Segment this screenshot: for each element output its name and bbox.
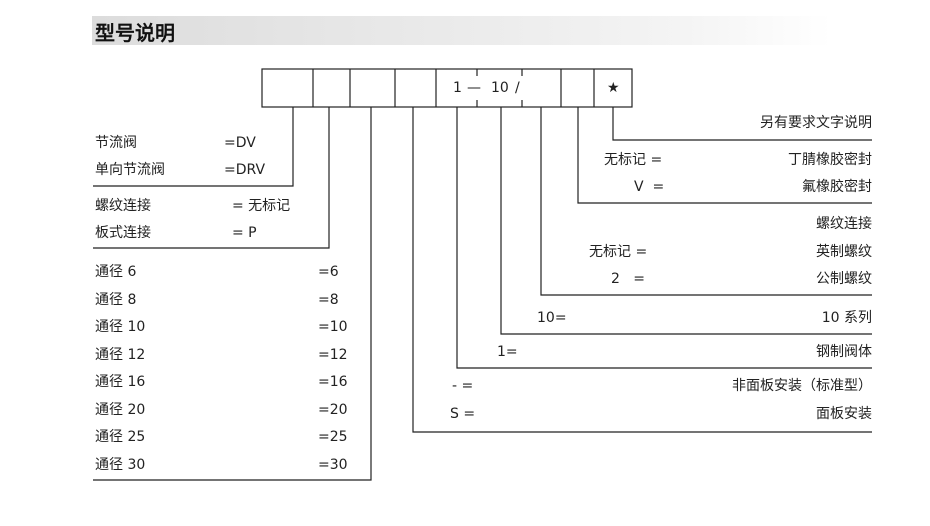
- body-label: 钢制阀体: [816, 344, 872, 360]
- seal-label: 丁腈橡胶密封: [788, 152, 872, 168]
- thread-label: 公制螺纹: [816, 271, 872, 287]
- code-dash: —: [467, 80, 481, 96]
- size-label: 通径 6: [95, 264, 137, 280]
- seal-code: V =: [634, 179, 665, 195]
- size-label: 通径 30: [95, 457, 146, 473]
- mount-label: 非面板安装（标准型）: [732, 378, 872, 394]
- size-code: =20: [318, 402, 348, 418]
- size-label: 通径 20: [95, 402, 146, 418]
- size-code: =6: [318, 264, 339, 280]
- thread-code: 无标记 =: [589, 244, 648, 260]
- code-box: [261, 68, 633, 108]
- size-label: 通径 25: [95, 429, 146, 445]
- size-code: =12: [318, 347, 348, 363]
- connection-code: = P: [232, 225, 257, 241]
- size-label: 通径 12: [95, 347, 146, 363]
- thread-code: 2 =: [611, 271, 645, 287]
- size-code: =16: [318, 374, 348, 390]
- thread-title: 螺纹连接: [816, 216, 872, 232]
- type-label: 单向节流阀: [95, 162, 165, 178]
- connection-code: = 无标记: [232, 198, 291, 214]
- type-code: =DRV: [224, 162, 266, 178]
- mount-code: S =: [450, 406, 476, 422]
- size-label: 通径 16: [95, 374, 146, 390]
- seal-code: 无标记 =: [604, 152, 663, 168]
- body-code: 1=: [497, 344, 518, 360]
- code-series: 10: [491, 80, 509, 96]
- series-code: 10=: [537, 310, 567, 326]
- series-label: 10 系列: [821, 310, 872, 326]
- code-series-prefix: 1: [453, 80, 462, 96]
- mount-code: - =: [452, 378, 474, 394]
- size-code: =8: [318, 292, 339, 308]
- size-label: 通径 10: [95, 319, 146, 335]
- thread-label: 英制螺纹: [816, 244, 872, 260]
- page-title: 型号说明: [95, 21, 175, 45]
- connection-label: 板式连接: [95, 225, 151, 241]
- seal-label: 氟橡胶密封: [802, 179, 872, 195]
- code-slash: /: [515, 80, 520, 96]
- type-label: 节流阀: [95, 135, 137, 151]
- mount-label: 面板安装: [816, 406, 872, 422]
- size-label: 通径 8: [95, 292, 137, 308]
- size-code: =25: [318, 429, 348, 445]
- star-icon: ★: [607, 80, 620, 96]
- title-bar: [92, 16, 832, 45]
- connection-label: 螺纹连接: [95, 198, 151, 214]
- size-code: =30: [318, 457, 348, 473]
- size-code: =10: [318, 319, 348, 335]
- extra-label: 另有要求文字说明: [760, 115, 872, 131]
- type-code: =DV: [224, 135, 256, 151]
